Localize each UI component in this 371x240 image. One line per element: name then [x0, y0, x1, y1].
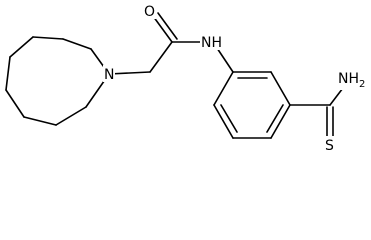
atom-amide-nitrogen: NH	[200, 33, 224, 51]
ring-bond	[55, 106, 87, 126]
amide-nh-label: NH	[201, 35, 222, 51]
atom-ring-nitrogen: N	[103, 65, 115, 83]
aromatic-bond	[213, 71, 234, 106]
benzene-ring	[213, 71, 291, 139]
atom-sulfur: S	[324, 136, 336, 154]
aromatic-bond	[213, 104, 234, 139]
ring-nitrogen-label: N	[104, 67, 114, 83]
ch2-carbonyl-bond	[149, 41, 173, 73]
ring-bond	[5, 89, 25, 118]
atom-thioamide-nitrogen: NH2	[337, 71, 370, 90]
aromatic-bond	[270, 104, 291, 139]
acetamide-linker	[108, 12, 234, 75]
sulfur-label: S	[325, 138, 334, 154]
ring-bond	[5, 56, 11, 91]
ring-bond	[23, 116, 57, 126]
thioamide-group	[289, 83, 347, 137]
ring-bond	[62, 38, 92, 50]
aromatic-inner-bond	[220, 104, 238, 133]
carbonyl-double-bond	[152, 15, 173, 43]
molecule-structure: O NH N NH2 S	[5, 2, 370, 154]
oxygen-label: O	[144, 4, 155, 20]
atom-oxygen: O	[143, 2, 156, 20]
aromatic-inner-bond	[266, 104, 284, 133]
aromatic-bond	[270, 71, 291, 106]
carbonyl-double-bond	[157, 12, 178, 40]
ring-bond	[32, 36, 64, 40]
thioamide-nh2-label: NH2	[338, 71, 365, 90]
ring-bond	[9, 36, 34, 58]
n-ch2-bond	[108, 71, 151, 75]
subscript-2: 2	[359, 79, 365, 90]
azocane-ring	[5, 36, 110, 126]
